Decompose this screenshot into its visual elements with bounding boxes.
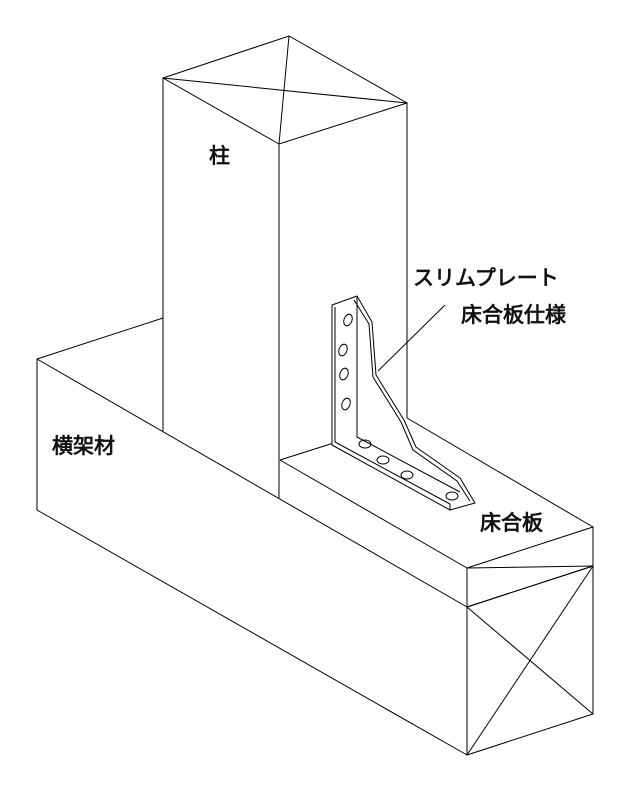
slim-plate xyxy=(331,295,476,511)
label-plate-spec: 床合板仕様 xyxy=(461,303,567,327)
leader-line xyxy=(377,304,446,372)
screw-head xyxy=(400,470,414,480)
screw-head xyxy=(358,439,372,449)
label-plate-name: スリムプレート xyxy=(413,266,559,290)
screw-hole xyxy=(341,397,351,411)
label-beam: 横架材 xyxy=(52,434,115,458)
beam xyxy=(36,317,594,756)
screw-head xyxy=(445,491,459,501)
screw-hole xyxy=(339,367,349,381)
screw-hole xyxy=(338,343,348,357)
label-floorboard: 床合板 xyxy=(480,511,544,535)
beam-end-diagonal xyxy=(466,565,594,756)
plate-holes xyxy=(338,313,459,501)
screw-head xyxy=(376,455,390,465)
floorboard xyxy=(279,417,594,608)
screw-hole xyxy=(343,313,353,327)
column xyxy=(161,35,409,498)
label-column: 柱 xyxy=(209,144,230,168)
